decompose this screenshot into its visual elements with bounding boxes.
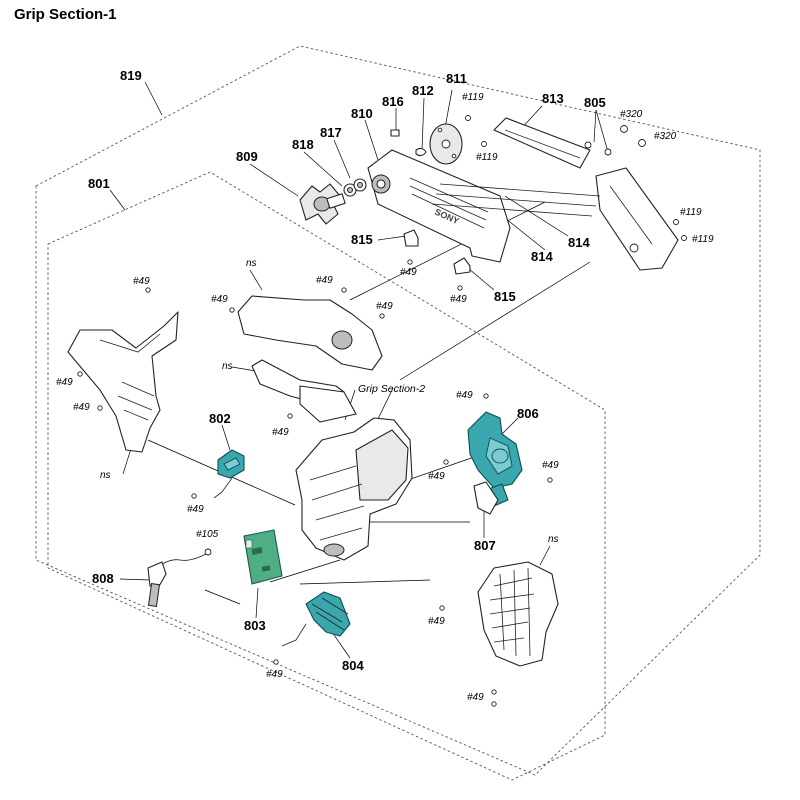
rail-813 [493,117,679,271]
screw-callout-49-l: #49 [542,460,559,471]
screw-callout-49-d: #49 [316,275,333,286]
screw-callout-49-i: #49 [272,427,289,438]
part-number-813: 813 [542,91,564,106]
part-number-814-b: 814 [531,249,553,264]
ns-label-bracket: ns [222,361,233,372]
bars-814 [431,183,601,217]
part-number-802: 802 [209,411,231,426]
screw-callout-49-p: #49 [467,692,484,703]
screw-callout-49-n: #49 [428,616,445,627]
page-title: Grip Section-1 [14,6,117,23]
screw-callout-49-b: #49 [450,294,467,305]
ns-label-left-shell: ns [100,470,111,481]
screw-callout-49-e: #49 [211,294,228,305]
bracket [251,359,357,423]
screw-callout-119-a: #119 [462,92,484,103]
part-number-816: 816 [382,94,404,109]
right-grip [439,561,559,707]
arm-810: SONY [367,149,511,263]
switch-802 [191,449,245,499]
part-number-812: 812 [412,83,434,98]
ns-label-upper-cover: ns [246,258,257,269]
screw-callout-49-f: #49 [376,301,393,312]
left-shell [67,287,179,453]
plate-811 [429,123,463,165]
part-number-818: 818 [292,137,314,152]
screw-callout-119-d: #119 [692,234,714,245]
part-number-804: 804 [342,658,364,673]
part-number-814-a: 814 [568,235,590,250]
screw-callout-49-k: #49 [428,471,445,482]
screws-top [407,115,687,291]
screw-callout-49-g: #49 [56,377,73,388]
screw-callout-49-j: #49 [456,390,473,401]
chassis [295,417,413,561]
part-number-806: 806 [517,406,539,421]
part-number-815-a: 815 [351,232,373,247]
screw-callout-105: #105 [196,529,219,540]
screw-callout-320-a: #320 [620,109,643,120]
board-803 [243,529,283,585]
ns-label-right-grip: ns [548,534,559,545]
clips-815 [403,229,471,275]
cable-808 [147,548,212,608]
part-number-811: 811 [446,71,467,86]
screw-callout-49-h: #49 [73,402,90,413]
part-number-807: 807 [474,538,496,553]
group-801-outline [47,171,606,781]
grip-section-2-label: Grip Section-2 [358,383,425,395]
screw-callout-320-b: #320 [654,131,677,142]
part-number-810: 810 [351,106,373,121]
part-number-819: 819 [120,68,142,83]
upper-cover [229,287,385,371]
part-number-805: 805 [584,95,606,110]
clip-812-816 [390,129,427,157]
screw-callout-119-b: #119 [476,152,498,163]
screw-callout-49-m: #49 [187,504,204,515]
group-819-outline [35,45,761,776]
screw-callout-49-o: #49 [266,669,283,680]
part-number-809: 809 [236,149,258,164]
part-number-803: 803 [244,618,266,633]
knob-809 [299,183,346,225]
washers-817-818 [343,178,367,197]
part-number-815-b: 815 [494,289,516,304]
dial-804 [273,591,351,665]
bracket-807 [473,481,499,515]
part-number-808: 808 [92,571,114,586]
part-number-801: 801 [88,176,110,191]
screw-callout-119-c: #119 [680,207,702,218]
part-number-817: 817 [320,125,342,140]
screw-callout-49-c: #49 [133,276,150,287]
screw-callout-49-a: #49 [400,267,417,278]
